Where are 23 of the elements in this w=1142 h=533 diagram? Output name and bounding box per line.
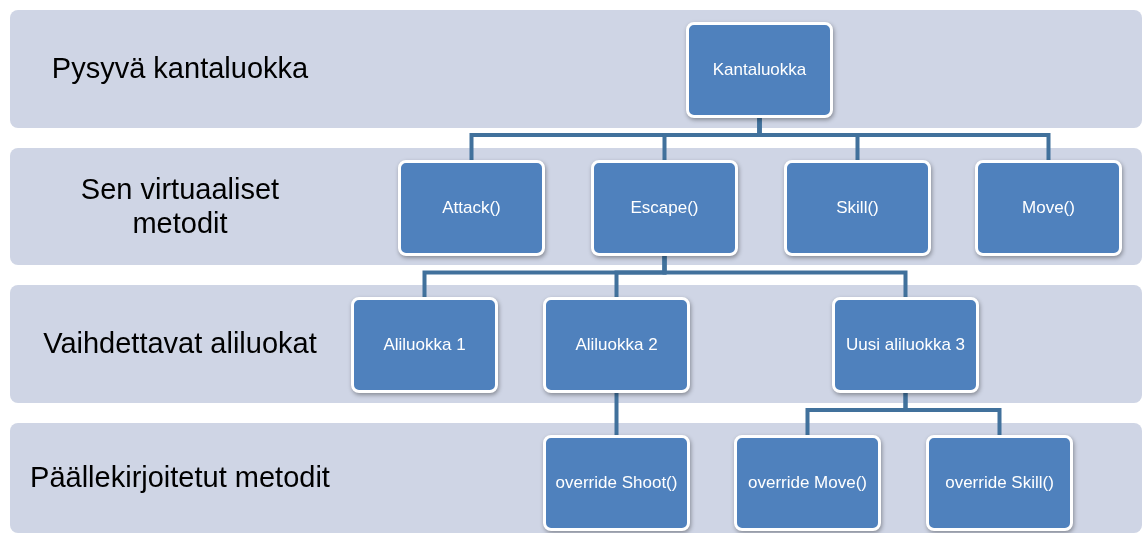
class-box: Aliluokka 1 bbox=[351, 297, 498, 393]
class-box: Aliluokka 2 bbox=[543, 297, 690, 393]
connector-line bbox=[903, 393, 1002, 435]
class-box: Escape() bbox=[591, 160, 738, 256]
connector-line bbox=[662, 256, 908, 297]
band-label: Vaihdettavat aliluokat bbox=[42, 326, 318, 362]
class-box: Uusi aliluokka 3 bbox=[832, 297, 979, 393]
class-box: override Move() bbox=[734, 435, 881, 531]
connector-line bbox=[614, 393, 619, 435]
connector-line bbox=[757, 118, 1051, 160]
class-box: Kantaluokka bbox=[686, 22, 833, 118]
band-label: Sen virtuaaliset metodit bbox=[79, 172, 281, 241]
band-label: Päällekirjoitetut metodit bbox=[30, 460, 330, 496]
class-box: Move() bbox=[975, 160, 1122, 256]
class-box: Skill() bbox=[784, 160, 931, 256]
class-box: Attack() bbox=[398, 160, 545, 256]
class-box: override Shoot() bbox=[543, 435, 690, 531]
band bbox=[10, 423, 1142, 533]
band-label: Pysyvä kantaluokka bbox=[50, 51, 310, 87]
class-box: override Skill() bbox=[926, 435, 1073, 531]
band bbox=[10, 285, 1142, 403]
band bbox=[10, 148, 1142, 265]
band bbox=[10, 10, 1142, 128]
